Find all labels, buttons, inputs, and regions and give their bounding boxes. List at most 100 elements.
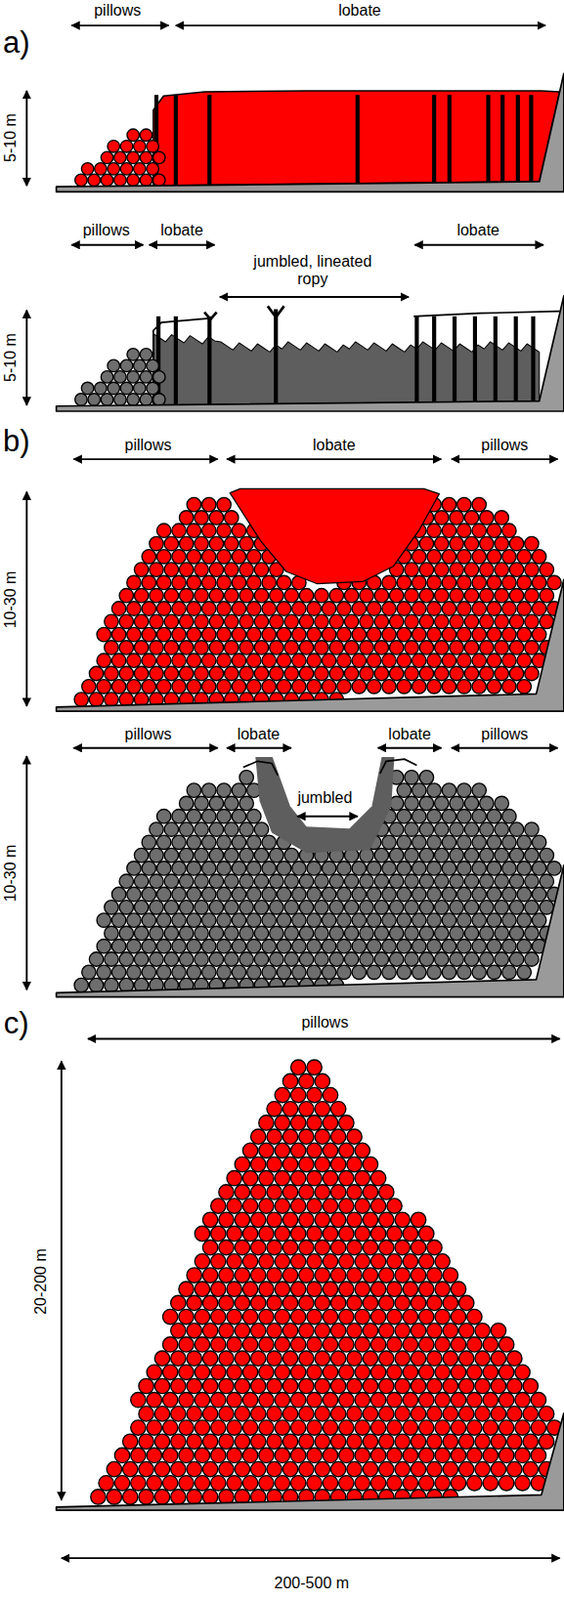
- pillow: [472, 810, 486, 825]
- pillow: [419, 926, 434, 941]
- pillow: [156, 680, 171, 695]
- pillow: [370, 1255, 386, 1270]
- fracture-line: [207, 94, 212, 185]
- pillow: [179, 641, 194, 655]
- pillow: [299, 926, 313, 941]
- pillow: [359, 926, 374, 941]
- pillow: [524, 666, 539, 681]
- pillow: [502, 887, 517, 902]
- pillow: [88, 693, 103, 707]
- pillow: [133, 874, 148, 889]
- pillow: [434, 589, 449, 604]
- pillow: [291, 1309, 306, 1325]
- pillow: [251, 1213, 266, 1228]
- pillow: [276, 680, 291, 695]
- pillow: [427, 887, 441, 902]
- pillow: [387, 1282, 402, 1298]
- pillow: [404, 589, 419, 604]
- pillow: [472, 913, 486, 928]
- pillow: [242, 1365, 258, 1381]
- pillow: [486, 575, 501, 590]
- pillow: [234, 1379, 250, 1394]
- pillow: [231, 913, 246, 928]
- pillow: [218, 1379, 234, 1394]
- pillow: [274, 1116, 290, 1131]
- pillow: [179, 536, 194, 551]
- pillow: [88, 978, 103, 993]
- pillow: [410, 1296, 426, 1311]
- pillow: [472, 602, 486, 616]
- pillow: [133, 382, 146, 394]
- pillow: [194, 901, 209, 915]
- pillow: [329, 926, 344, 941]
- pillow: [359, 641, 374, 655]
- pillow: [299, 874, 313, 889]
- pillow: [464, 614, 478, 629]
- pillow: [427, 523, 441, 538]
- pillow: [322, 1171, 338, 1187]
- pillow: [330, 1129, 346, 1145]
- pillow: [321, 627, 336, 642]
- pillow: [337, 913, 351, 928]
- pillow: [284, 953, 299, 967]
- pillow: [127, 653, 141, 668]
- pillow: [162, 1421, 177, 1436]
- pillow: [224, 536, 239, 551]
- pillow: [502, 523, 517, 538]
- pillow: [209, 848, 223, 863]
- pillow: [259, 1338, 274, 1353]
- pillow: [344, 953, 358, 967]
- pillow: [464, 641, 478, 655]
- pillow: [154, 1379, 170, 1394]
- pillow: [449, 666, 464, 681]
- pillow: [261, 965, 276, 980]
- pillow: [274, 1171, 290, 1187]
- pillow: [127, 348, 139, 361]
- pillow: [284, 614, 299, 629]
- fracture-line: [516, 94, 521, 185]
- pillow: [404, 901, 419, 915]
- pillow: [410, 1434, 426, 1450]
- pillow: [441, 653, 456, 668]
- pillow: [234, 1296, 250, 1311]
- pillow: [146, 163, 159, 175]
- pillow: [186, 1379, 202, 1394]
- pillow: [502, 862, 517, 876]
- pillow: [216, 887, 231, 902]
- pillow: [396, 965, 411, 980]
- pillow: [390, 614, 404, 629]
- pillow: [419, 641, 434, 655]
- pillow: [133, 641, 148, 655]
- pillow: [194, 874, 209, 889]
- fracture-line: [447, 94, 452, 185]
- pillow: [472, 965, 486, 980]
- dimension-arrow: [73, 747, 217, 750]
- pillow: [259, 1282, 274, 1298]
- pillow: [87, 173, 100, 186]
- pillow: [472, 627, 486, 642]
- pillow: [194, 1309, 210, 1325]
- pillow: [282, 1129, 298, 1145]
- pillow: [156, 862, 171, 876]
- pillow: [427, 862, 441, 876]
- pillow: [396, 862, 411, 876]
- pillow: [321, 887, 336, 902]
- pillow: [382, 835, 396, 850]
- pillow: [194, 1421, 210, 1436]
- pillow: [354, 1365, 370, 1381]
- pillow: [259, 1309, 274, 1325]
- pillow: [457, 627, 472, 642]
- pillow: [322, 1365, 338, 1381]
- pillow: [387, 1476, 402, 1492]
- pillow: [379, 1213, 394, 1228]
- pillow: [472, 783, 486, 798]
- pillow: [379, 1324, 394, 1340]
- pillow: [247, 627, 261, 642]
- pillow: [396, 835, 411, 850]
- pillow: [139, 151, 152, 164]
- pillow: [100, 151, 113, 164]
- pillow: [282, 1379, 298, 1394]
- pillow: [299, 589, 313, 604]
- fracture-line: [500, 94, 505, 185]
